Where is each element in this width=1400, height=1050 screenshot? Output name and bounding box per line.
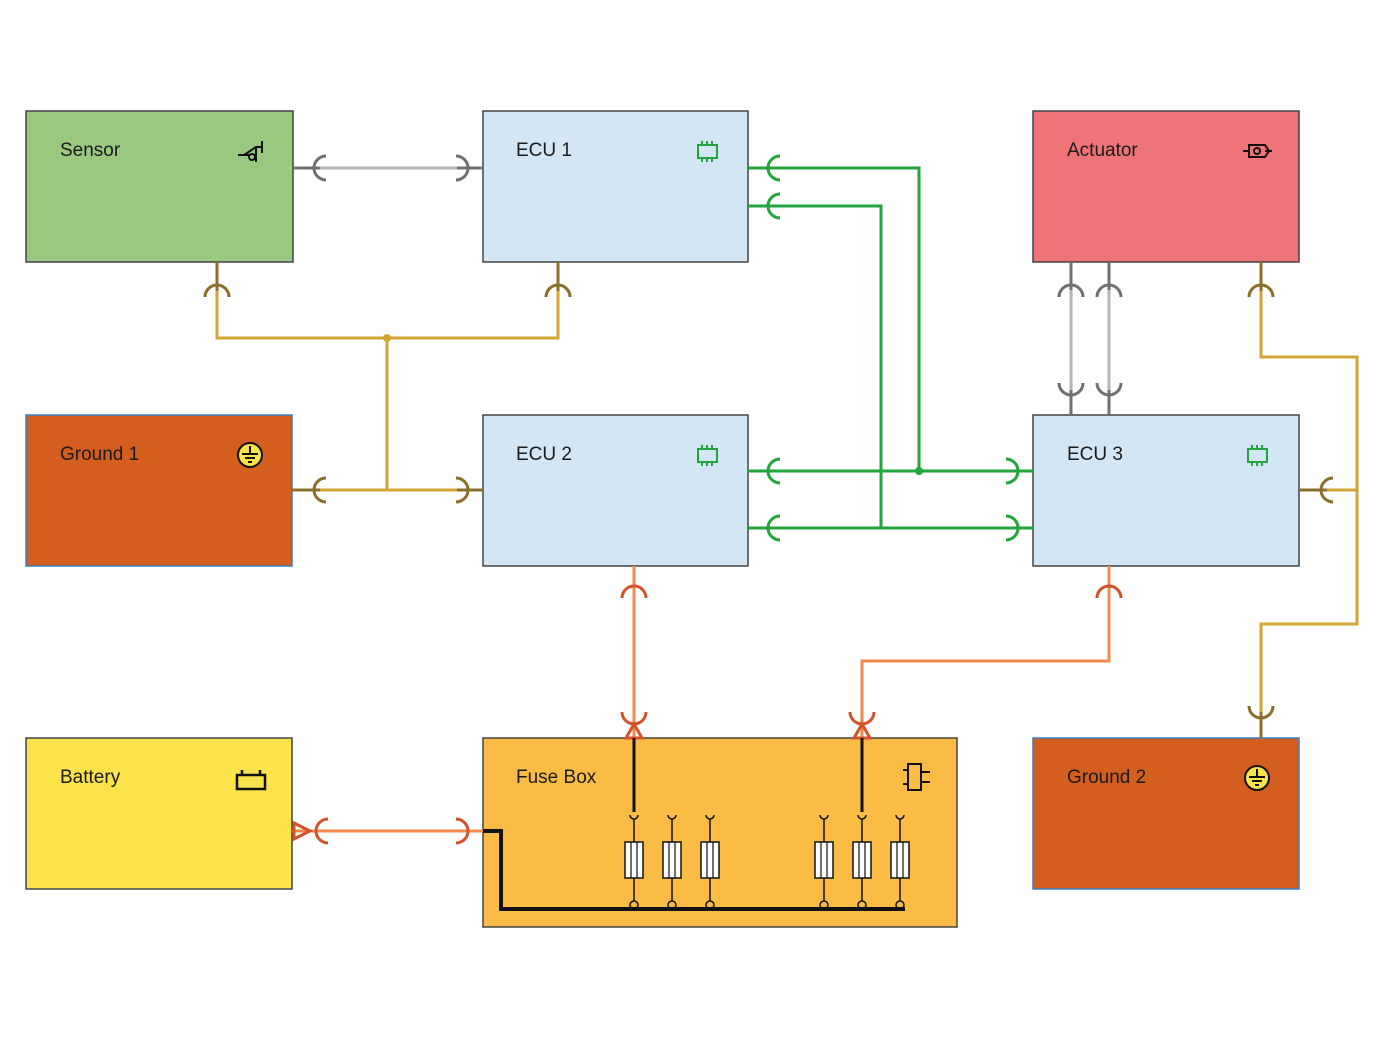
ecu1-label: ECU 1	[516, 140, 572, 161]
ecu3-label: ECU 3	[1067, 444, 1123, 465]
connector-plug	[1057, 283, 1085, 298]
ground2-box[interactable]: Ground 2	[1032, 737, 1300, 890]
fuse-element	[814, 814, 834, 910]
battery-icon	[235, 770, 267, 791]
connector-plug	[1005, 457, 1020, 485]
connector-plug	[620, 584, 648, 599]
ground2-wire-network[interactable]	[1247, 262, 1359, 738]
can-bus-wires[interactable]	[748, 154, 1033, 542]
connector-plug	[1005, 514, 1020, 542]
fuse-busbar	[483, 738, 905, 911]
fusebox-label: Fuse Box	[516, 767, 597, 788]
power-wires[interactable]	[292, 566, 1123, 845]
chip-icon	[1247, 445, 1268, 466]
battery-label: Battery	[60, 767, 121, 788]
chip-icon	[697, 141, 718, 162]
fuse-array	[624, 814, 910, 910]
ground-icon	[237, 442, 263, 468]
fuse-element	[624, 814, 644, 910]
connector-plug	[1247, 283, 1275, 298]
connector-plug	[544, 283, 572, 298]
actuator-label: Actuator	[1067, 140, 1138, 161]
fuse-element	[890, 814, 910, 910]
ground1-label: Ground 1	[60, 444, 139, 465]
connector-socket	[292, 817, 329, 845]
connector-plug	[455, 154, 470, 182]
connector-plug	[1057, 382, 1085, 397]
connector-plug	[766, 457, 781, 485]
connector-plug	[1095, 584, 1123, 599]
chip-icon	[697, 445, 718, 466]
connector-plug	[1095, 382, 1123, 397]
ground-icon	[1244, 765, 1270, 791]
sensor-label: Sensor	[60, 140, 121, 161]
fuse-element	[662, 814, 682, 910]
actuator-icon	[1243, 144, 1272, 158]
connector-plug	[312, 476, 327, 504]
connector-plug	[455, 476, 470, 504]
ground2-label: Ground 2	[1067, 767, 1146, 788]
connector-plug	[1247, 705, 1275, 720]
fuse-element	[700, 814, 720, 910]
sensor-icon	[238, 141, 263, 162]
ecu1-box[interactable]: ECU 1	[482, 110, 749, 263]
fuse-icon	[903, 763, 930, 791]
connector-plug	[312, 154, 327, 182]
ground1-box[interactable]: Ground 1	[25, 414, 293, 567]
fusebox-box[interactable]: Fuse Box	[482, 737, 958, 928]
actuator-ecu3-wires[interactable]	[1057, 262, 1123, 415]
connector-plug	[1319, 476, 1334, 504]
ecu3-box[interactable]: ECU 3	[1032, 414, 1300, 567]
connector-plug	[455, 817, 470, 845]
ecu2-box[interactable]: ECU 2	[482, 414, 749, 567]
connector-plug	[766, 514, 781, 542]
connector-plug	[1095, 283, 1123, 298]
fuse-element	[852, 814, 872, 910]
connector-plug	[766, 192, 781, 220]
sensor-ecu1-wire[interactable]	[293, 154, 483, 182]
ground1-wire-network[interactable]	[203, 262, 572, 504]
sensor-box[interactable]: Sensor	[25, 110, 294, 263]
connector-plug	[766, 154, 781, 182]
battery-box[interactable]: Battery	[25, 737, 293, 890]
ecu2-label: ECU 2	[516, 444, 572, 465]
connector-plug	[203, 283, 231, 298]
actuator-box[interactable]: Actuator	[1032, 110, 1300, 263]
